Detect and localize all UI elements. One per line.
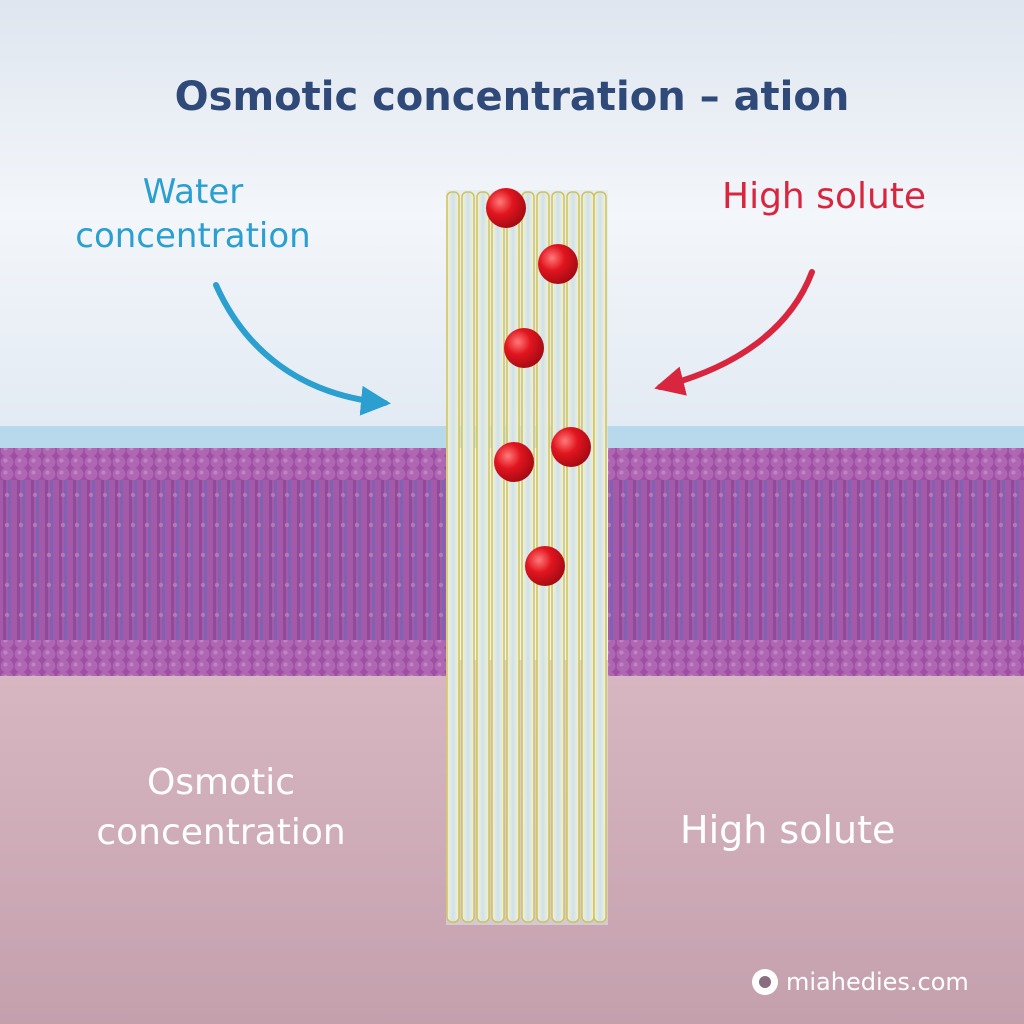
water-label-line2: concentration	[75, 216, 311, 256]
water-label-line1: Water	[142, 172, 244, 212]
solute-particle	[538, 244, 578, 284]
solute-particle	[525, 546, 565, 586]
circle-logo-icon	[752, 969, 778, 995]
curved-arrow-left-icon	[654, 269, 815, 396]
solute-particles	[486, 188, 591, 586]
solute-particle	[486, 188, 526, 228]
diagram-title: Osmotic concentration – ation	[174, 74, 850, 120]
lipid-bilayer-right	[608, 448, 1024, 676]
lipid-bilayer-left	[0, 448, 446, 676]
high-solute-top-label: High solute	[722, 176, 927, 217]
channel-protein	[446, 190, 608, 925]
solute-particle	[504, 328, 544, 368]
watermark-text: miahedies.com	[786, 968, 969, 996]
osmotic-label-line1: Osmotic	[146, 762, 296, 803]
solute-particle	[494, 442, 534, 482]
solute-particle	[551, 427, 591, 467]
osmotic-label-line2: concentration	[96, 812, 346, 853]
water-concentration-label: Water concentration	[48, 170, 338, 258]
high-solute-bottom-label: High solute	[680, 808, 896, 852]
watermark: miahedies.com	[752, 968, 969, 996]
curved-arrow-right-icon	[213, 282, 391, 416]
osmotic-concentration-label: Osmotic concentration	[66, 758, 376, 858]
